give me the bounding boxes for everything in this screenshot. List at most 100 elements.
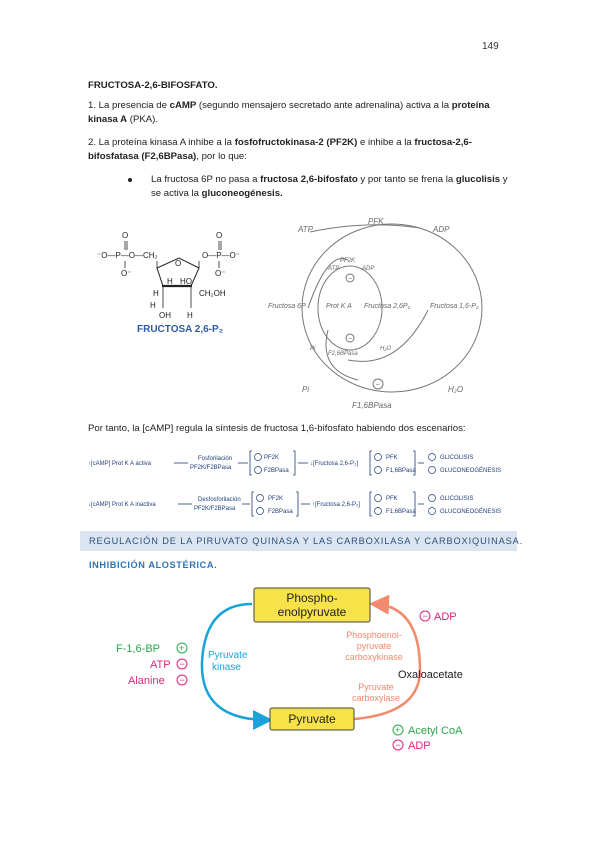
s1-c1: PFK [386,455,398,461]
cycle-f26: Fructosa 2,6P₂ [364,303,411,310]
struct-p-left: ⁻O—P—O—CH₂ [97,251,158,260]
b-text: La fructosa 6P no pasa a [151,174,261,185]
s1-process: Fosforilación [198,456,232,462]
pyruvate-label: Pyruvate [288,712,336,726]
p2-text-mid: e inhibe a la [357,137,415,148]
s2-start: ↓[cAMP] Prot K A inactiva [88,502,156,508]
structure-caption: FRUCTOSA 2,6-P₂ [137,324,223,335]
pep-box [253,587,371,623]
effector-atp: ATP [150,659,171,671]
pk-label2: kinase [212,662,241,673]
scenario-2: ↓[cAMP] Prot K A inactiva Desfosforilaci… [88,491,501,517]
p1-text-post: (PKA). [127,114,159,125]
s1-result: ↓[Fructosa 2,6-P₂] [310,461,358,467]
pepck-label3: carboxykinase [345,652,403,662]
struct-o-top2: O [216,231,222,240]
cycle-atp2: ATP [327,266,339,272]
struct-h3: H [150,301,156,310]
s1-b1: PF2K [264,455,279,461]
s2-enz: PF2K/F2BPasa [194,506,236,512]
plus-icon2: + [395,725,400,735]
s1-d2: GLUCONEOGÉNESIS [440,467,501,474]
p1-proteina: proteína kinasa A [88,100,490,125]
cycle-h2o2: H₂O [448,385,463,394]
s1-b2: F2BPasa [264,468,289,474]
pfk-cycle-diagram: ATP PFK ADP ATP PF2K ADP Fructosa 6P Pro… [268,217,483,410]
p1-camp: cAMP [169,100,197,111]
plus-icon: + [179,643,184,653]
struct-h2: H [167,277,173,286]
s1-c2: F1,6BPasa [386,468,416,474]
b-f26: fructosa 2,6-bifosfato [260,174,358,185]
page-number: 149 [482,41,499,52]
p2-fbp: fructosa-2,6-bifosfatasa (F2,6BPasa) [88,137,472,162]
s2-process: Desfosforilación [198,497,241,503]
minus-icon: − [180,659,185,669]
s1-start: ↑[cAMP] Prot K A activa [88,461,152,467]
struct-ring-o: O [175,259,181,268]
cycle-minus3: − [348,336,352,343]
p2-text-post: , por lo que: [196,151,247,162]
section-title-fructosa: FRUCTOSA-2,6-BIFOSFATO. [88,80,218,91]
pc-label2: carboxylase [352,693,400,703]
cycle-adp2: ADP [361,266,374,272]
b-gluc: glucolisis [455,174,501,185]
cycle-f16: Fructosa 1,6-P₂ [430,303,479,310]
cycle-minus2: − [348,276,352,283]
pep-label2: enolpyruvate [278,605,347,619]
cycle-f6p: Fructosa 6P [268,303,306,310]
s2-b1: PF2K [268,496,283,502]
pk-label: Pyruvate [208,650,248,661]
cycle-h2o: H₂O [380,346,392,352]
minus-icon4: − [396,740,401,750]
b-text-mid: y por tanto se frena la [357,174,456,185]
p1-text: 1. La presencia de [88,100,170,111]
section-heading-bar [80,531,517,551]
s1-d1: GLICOLISIS [440,455,473,461]
s2-result: ↑[Fructosa 2,6-P₂] [312,502,360,508]
effector-adp-bottom: ADP [408,740,431,752]
s2-c2: F1,6BPasa [386,509,416,515]
s1-enz: PF2K/F2BPasa [190,465,232,471]
paragraph-1: 1. La presencia de cAMP (segundo mensaje… [88,99,518,127]
camp-sentence: Por tanto, la [cAMP] regula la síntesis … [88,423,466,434]
effector-adp-top: ADP [434,611,457,623]
p1-text-mid: (segundo mensajero secretado ante adrena… [196,100,452,111]
pyruvate-box [269,707,355,731]
subheading-inhibicion: INHIBICIÓN ALOSTÉRICA. [89,560,218,570]
b-text-mid2: y se activa la [151,174,508,199]
s2-c1: PFK [386,496,398,502]
allosteric-diagram: Phospho- enolpyruvate Pyruvate Pyruvate … [116,587,463,752]
scenario-1: ↑[cAMP] Prot K A activa Fosforilación PF… [88,450,501,476]
pepck-label1: Phosphoenol- [346,630,402,640]
p2-pfk: fosfofructokinasa-2 (PF2K) [234,137,358,148]
struct-oh: OH [159,311,171,320]
cycle-pi: Pi [310,346,316,352]
pep-label: Phospho- [286,591,337,605]
struct-p-right: O—P—O⁻ [202,251,240,260]
s2-b2: F2BPasa [268,509,293,515]
section-heading: REGULACIÓN DE LA PIRUVATO QUINASA Y LAS … [89,536,524,546]
cycle-adp: ADP [432,225,450,234]
effector-acetylcoa: Acetyl CoA [408,725,463,737]
s2-d2: GLUCONEOGÉNESIS [440,508,501,515]
struct-o-top1: O [122,231,128,240]
pc-label1: Pyruvate [358,682,394,692]
p2-text: 2. La proteína kinasa A inhibe a la [88,137,235,148]
struct-h1: H [153,289,159,298]
cycle-minus: − [376,382,380,389]
minus-icon2: − [180,675,185,685]
effector-f16bp: F-1,6-BP [116,643,160,655]
cycle-pi2: Pi [302,385,309,394]
cycle-f16bpasa: F1,6BPasa [352,401,392,410]
bullet-icon [128,178,132,182]
cycle-pf2k: PF2K [340,258,356,264]
effector-alanine: Alanine [128,675,165,687]
cycle-protka: Prot K A [326,303,352,310]
fructose-26-bisphosphate-structure: O ⁻O—P—O—CH₂ O⁻ O O—P—O⁻ O⁻ O H H HO H C… [97,231,240,335]
bullet-text: La fructosa 6P no pasa a fructosa 2,6-bi… [151,173,511,201]
struct-ho: HO [180,277,192,286]
struct-o-bot1: O⁻ [121,269,131,278]
struct-o-bot2: O⁻ [215,269,225,278]
struct-ch2oh: CH₂OH [199,289,226,298]
